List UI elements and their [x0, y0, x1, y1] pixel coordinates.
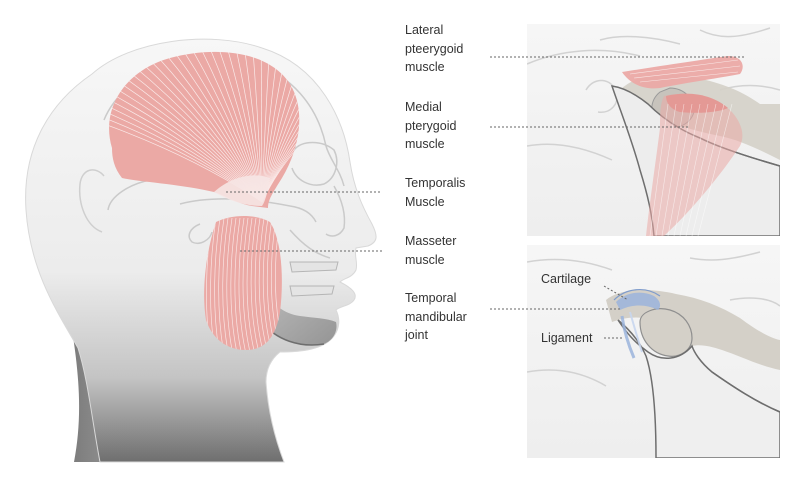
- label-medial-pterygoid-line1: Medial: [405, 100, 442, 114]
- masseter-muscle: [204, 216, 282, 350]
- label-masseter: Masseter muscle: [405, 232, 456, 269]
- temporalis-muscle: [109, 51, 300, 209]
- mandible: [226, 238, 339, 346]
- inset-tmj: [527, 245, 780, 458]
- label-temporalis-line2: Muscle: [405, 194, 445, 209]
- label-lateral-pterygoid-line1: Lateral: [405, 23, 444, 37]
- inset-pterygoid: [527, 24, 780, 236]
- label-lateral-pterygoid-line2: pteerygoid: [405, 41, 464, 56]
- label-medial-pterygoid-line2: pterygoid: [405, 118, 457, 133]
- label-tmj-line1: Temporal: [405, 291, 457, 305]
- label-tmj: Temporal mandibular joint: [405, 289, 467, 345]
- label-cartilage: Cartilage: [541, 272, 592, 286]
- label-tmj-line3: joint: [405, 328, 428, 342]
- leader-cartilage: [603, 285, 629, 301]
- label-medial-pterygoid: Medial pterygoid muscle: [405, 98, 456, 154]
- label-masseter-line2: muscle: [405, 252, 445, 267]
- label-tmj-line2: mandibular: [405, 309, 467, 324]
- label-temporalis-line1: Temporalis: [405, 176, 466, 190]
- label-medial-pterygoid-line3: muscle: [405, 137, 445, 151]
- label-masseter-line1: Masseter: [405, 234, 457, 248]
- label-ligament: Ligament: [541, 331, 593, 345]
- label-lateral-pterygoid: Lateral pteerygoid muscle: [405, 21, 463, 77]
- leader-lines: [226, 56, 744, 339]
- label-temporalis: Temporalis Muscle: [405, 174, 465, 211]
- label-lateral-pterygoid-line3: muscle: [405, 60, 445, 74]
